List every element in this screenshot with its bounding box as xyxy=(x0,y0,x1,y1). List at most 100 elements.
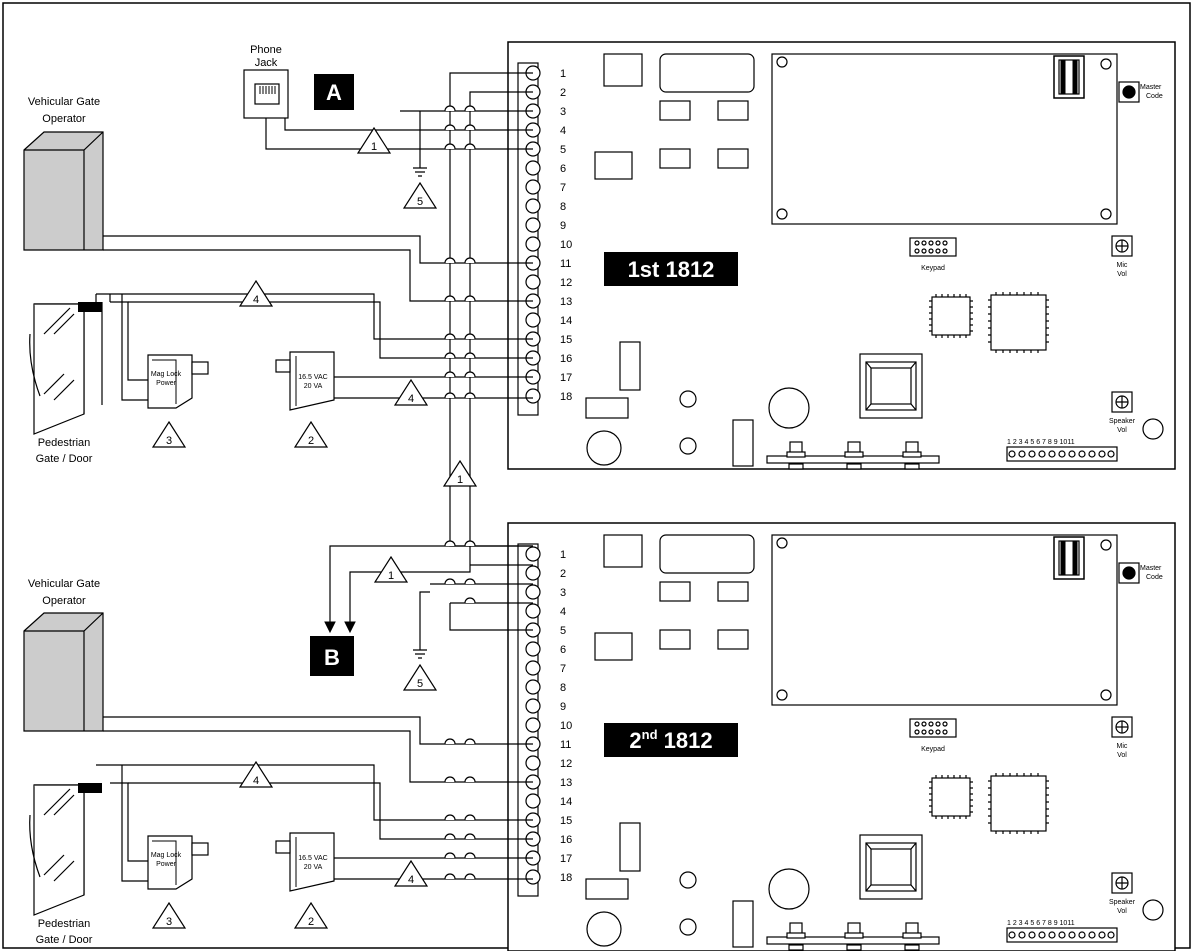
terminal-number-2: 2 xyxy=(560,87,566,99)
arrows-to-b xyxy=(324,621,356,634)
callout-number: 2 xyxy=(308,916,314,928)
callout-triangle xyxy=(442,459,478,487)
callout-5: 5 xyxy=(402,181,438,209)
marker-b-label: B xyxy=(324,645,340,670)
transformer-1: 16.5 VAC 20 VA xyxy=(275,351,335,411)
callout-triangle xyxy=(402,663,438,691)
vehicular-gate-operator-2: Vehicular Gate Operator xyxy=(23,578,104,732)
board-label: 2nd 1812 xyxy=(629,727,712,753)
mic-vol-label-2: Vol xyxy=(1117,752,1127,759)
terminal-number-11: 11 xyxy=(560,739,571,751)
mag-lock-label: Mag Lock xyxy=(151,852,182,859)
callout-number: 3 xyxy=(166,916,172,928)
power-supply-icon xyxy=(147,354,193,409)
mag-lock-icon xyxy=(78,783,102,793)
callout-4: 4 xyxy=(393,859,429,887)
terminal-number-15: 15 xyxy=(560,815,572,827)
mic-vol-label: Mic xyxy=(1117,743,1128,750)
pedestrian-label-2: Gate / Door xyxy=(36,934,93,946)
master-code-label: Master xyxy=(1140,84,1162,91)
phone-jack: Phone Jack xyxy=(243,44,289,119)
operator-label-2: Operator xyxy=(42,595,86,607)
terminal-number-3: 3 xyxy=(560,587,566,599)
terminal-number-10: 10 xyxy=(560,720,572,732)
callout-2: 2 xyxy=(293,901,329,929)
mic-vol-label: Mic xyxy=(1117,262,1128,269)
terminal-number-17: 17 xyxy=(560,372,572,384)
callout-1: 1 xyxy=(442,459,478,487)
board-label-box xyxy=(604,723,738,757)
terminal-number-9: 9 xyxy=(560,220,566,232)
callout-triangle xyxy=(402,181,438,209)
terminal-number-10: 10 xyxy=(560,239,572,251)
callout-triangle xyxy=(151,420,187,448)
callout-4: 4 xyxy=(393,378,429,406)
wire-hops xyxy=(444,105,476,880)
mic-vol-label-2: Vol xyxy=(1117,271,1127,278)
pedestrian-gate-2: Pedestrian Gate / Door xyxy=(29,783,102,946)
terminal-number-4: 4 xyxy=(560,125,566,137)
phone-jack-label-2: Jack xyxy=(255,57,278,69)
pedestrian-label: Pedestrian xyxy=(38,918,91,930)
board-label: 1st 1812 xyxy=(628,257,715,282)
callout-number: 5 xyxy=(417,678,423,690)
speaker-vol-label: Speaker xyxy=(1109,418,1136,425)
terminal-number-13: 13 xyxy=(560,296,572,308)
callout-number: 4 xyxy=(253,775,259,787)
terminal-number-11: 11 xyxy=(560,258,571,270)
terminal-number-8: 8 xyxy=(560,201,566,213)
callout-1: 1 xyxy=(356,126,392,154)
terminal-number-6: 6 xyxy=(560,163,566,175)
control-board-1: 1st 1812 Master Code Keypad Mic Vol Spea… xyxy=(507,41,1176,469)
callout-2: 2 xyxy=(293,420,329,448)
callouts: 1 5 4 4 3 2 1 1 5 4 4 3 2 xyxy=(151,126,478,929)
callout-triangle xyxy=(238,760,274,788)
terminal-number-16: 16 xyxy=(560,834,572,846)
terminal-number-16: 16 xyxy=(560,353,572,365)
callout-4: 4 xyxy=(238,760,274,788)
terminal-number-3: 3 xyxy=(560,106,566,118)
operator-label-2: Operator xyxy=(42,113,86,125)
transformer-icon xyxy=(289,832,335,892)
callout-triangle xyxy=(293,901,329,929)
callout-triangle xyxy=(238,279,274,307)
master-code-label-2: Code xyxy=(1146,93,1163,100)
marker-a-label: A xyxy=(326,80,342,105)
callout-triangle xyxy=(356,126,392,154)
terminal-number-12: 12 xyxy=(560,758,572,770)
gate-operator-icon xyxy=(23,612,104,732)
terminal-number-14: 14 xyxy=(560,315,572,327)
pedestrian-label: Pedestrian xyxy=(38,437,91,449)
master-code-label: Master xyxy=(1140,565,1162,572)
terminal-number-1: 1 xyxy=(560,549,566,561)
callout-number: 4 xyxy=(253,294,259,306)
callout-4: 4 xyxy=(238,279,274,307)
operator-label: Vehicular Gate xyxy=(28,96,100,108)
transformer-label-2: 20 VA xyxy=(304,864,323,871)
transformer-label: 16.5 VAC xyxy=(298,855,327,862)
callout-3: 3 xyxy=(151,420,187,448)
terminal-number-8: 8 xyxy=(560,682,566,694)
terminal-number-2: 2 xyxy=(560,568,566,580)
marker-a xyxy=(314,74,354,110)
terminal-number-13: 13 xyxy=(560,777,572,789)
callout-number: 4 xyxy=(408,393,414,405)
terminal-number-17: 17 xyxy=(560,853,572,865)
callout-number: 1 xyxy=(388,570,394,582)
callout-number: 1 xyxy=(457,474,463,486)
callout-3: 3 xyxy=(151,901,187,929)
phone-jack-label: Phone xyxy=(250,44,282,56)
mag-lock-icon xyxy=(78,302,102,312)
transformer-label-2: 20 VA xyxy=(304,383,323,390)
terminal-number-5: 5 xyxy=(560,144,566,156)
callout-triangle xyxy=(393,378,429,406)
mag-lock-label-2: Power xyxy=(156,380,177,387)
callout-number: 3 xyxy=(166,435,172,447)
callout-1: 1 xyxy=(373,555,409,583)
transformer-label: 16.5 VAC xyxy=(298,374,327,381)
callout-5: 5 xyxy=(402,663,438,691)
keypad-label: Keypad xyxy=(921,746,945,753)
transformer-icon xyxy=(289,351,335,411)
